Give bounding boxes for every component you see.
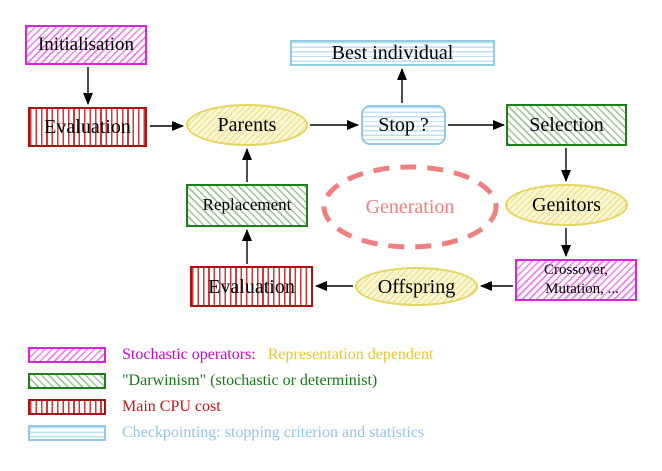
node-initialisation-label: Initialisation: [37, 33, 135, 55]
legend-swatch-cyan-stripes: [28, 425, 106, 441]
node-crossover-mutation: Crossover, Mutation, ...: [515, 259, 637, 301]
node-replacement: Replacement: [186, 184, 308, 227]
legend-row-stochastic: Stochastic operators: Representation dep…: [28, 345, 433, 365]
node-genitors: Genitors: [505, 184, 628, 226]
node-offspring: Offspring: [355, 267, 478, 306]
node-evaluation-top: Evaluation: [28, 107, 147, 147]
node-offspring-label: Offspring: [377, 275, 456, 298]
legend-text-checkpointing: Checkpointing: stopping criterion and st…: [122, 424, 425, 441]
node-crossover-label: Crossover,: [544, 262, 608, 279]
node-genitors-label: Genitors: [532, 194, 601, 216]
node-selection-label: Selection: [529, 114, 604, 136]
legend-swatch-magenta-hatch: [28, 347, 106, 363]
node-evaluation-bottom: Evaluation: [190, 266, 313, 307]
node-best-individual-label: Best individual: [331, 42, 454, 64]
legend-row-cpu-cost: Main CPU cost: [28, 397, 221, 417]
legend-row-darwinism: "Darwinism" (stochastic or determinist): [28, 371, 377, 391]
node-best-individual: Best individual: [290, 40, 495, 66]
legend-text-cpu-cost: Main CPU cost: [122, 398, 221, 415]
node-generation-label: Generation: [365, 196, 455, 218]
node-initialisation: Initialisation: [25, 25, 147, 65]
node-evaluation-bottom-label: Evaluation: [208, 275, 295, 298]
node-selection: Selection: [506, 104, 627, 146]
node-parents: Parents: [186, 104, 308, 146]
node-stop-label: Stop ?: [378, 114, 429, 136]
legend-swatch-red-stripes: [28, 399, 106, 415]
node-replacement-label: Replacement: [202, 195, 292, 215]
node-mutation-label: Mutation, ...: [545, 281, 619, 297]
legend-row-checkpointing: Checkpointing: stopping criterion and st…: [28, 423, 424, 443]
node-stop: Stop ?: [361, 105, 446, 145]
node-evaluation-top-label: Evaluation: [44, 116, 131, 138]
node-parents-label: Parents: [217, 114, 277, 136]
legend-text-stochastic: Stochastic operators:: [122, 346, 256, 363]
legend-text-darwinism: "Darwinism" (stochastic or determinist): [122, 372, 378, 389]
legend-text-representation: Representation dependent: [267, 346, 434, 363]
legend-swatch-green-hatch: [28, 373, 106, 389]
